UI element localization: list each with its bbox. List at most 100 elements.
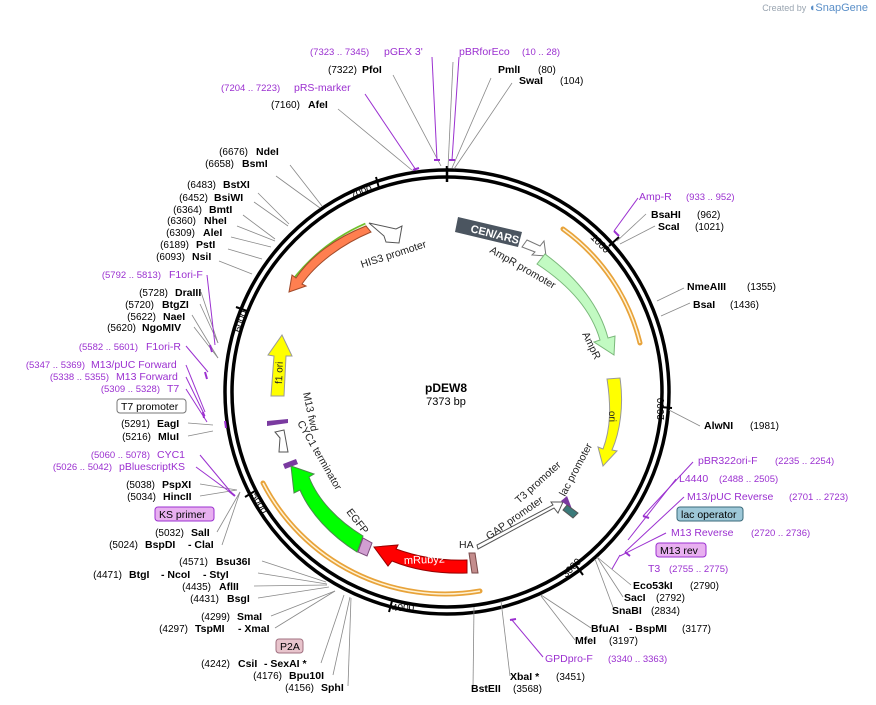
label-smai-pos: (4299) — [201, 612, 230, 623]
label-pbrforeco-name: pBRforEco — [459, 46, 510, 58]
tick-marks — [235, 176, 673, 613]
label-f1orir-name: F1ori-R — [146, 341, 181, 353]
label-m13puc-rev-name: M13/pUC Reverse — [687, 491, 774, 503]
label-bsahi-name: BsaHI — [651, 209, 681, 221]
f1-ori-feature — [267, 334, 293, 397]
label-pmli-name: PmlI — [498, 64, 520, 76]
label-bstxi-pos: (6483) — [187, 180, 216, 191]
watermark-prefix: Created by — [762, 3, 807, 13]
label-t7-name: T7 — [167, 383, 179, 395]
label-hincii-pos: (5034) — [127, 492, 156, 503]
label-ngomiv-name: NgoMIV — [142, 322, 181, 334]
his3-feature — [288, 225, 372, 293]
label-bsahi-pos: (962) — [697, 210, 720, 221]
label-scai-pos: (1021) — [695, 222, 724, 233]
label-gpdprof-pos: (3340 .. 3363) — [608, 654, 667, 665]
label-pmli-pos: (80) — [538, 65, 556, 76]
label-csii-name: CsiI — [238, 658, 257, 670]
label-alwni-name: AlwNI — [704, 420, 733, 432]
mruby2-feature — [373, 544, 468, 574]
label-bsgi-pos: (4431) — [190, 594, 219, 605]
label-nmeaiii-name: NmeAIII — [687, 281, 726, 293]
label-pbluescriptks-pos: (5026 .. 5042) — [53, 462, 112, 473]
label-l4440-name: L4440 — [679, 473, 708, 485]
label-bsteii-pos: (3568) — [513, 684, 542, 695]
label-t3-pos: (2755 .. 2775) — [669, 564, 728, 575]
label-m13fwd-name: M13 Forward — [116, 371, 178, 383]
label-btgzi-name: BtgZI — [162, 299, 189, 311]
label-pbr322orif-name: pBR322ori-F — [698, 455, 758, 467]
m13-fwd-feature — [267, 419, 288, 426]
ori-feature — [597, 377, 623, 468]
label-nhei-name: NheI — [204, 215, 227, 227]
label-nhei-pos: (6360) — [167, 216, 196, 227]
label-btgzi-pos: (5720) — [125, 300, 154, 311]
label-mfei-name: MfeI — [575, 635, 596, 647]
t7-promoter-box — [116, 398, 187, 414]
plasmid-length: 7373 bp — [426, 396, 466, 408]
label-t7-pos: (5309 .. 5328) — [101, 384, 160, 395]
primer-marks — [202, 159, 650, 621]
label-sexai-name: - SexAI * — [264, 658, 308, 670]
label-bsiwi-pos: (6452) — [179, 193, 208, 204]
label-sphi-name: SphI — [321, 682, 344, 694]
tick-label-4000: 4000 — [392, 603, 415, 614]
tick-label-7000: 7000 — [349, 184, 374, 202]
label-eco53ki-name: Eco53kI — [633, 580, 673, 592]
label-gpdprof-name: GPDpro-F — [545, 653, 593, 665]
label-snabi-pos: (2834) — [651, 606, 680, 617]
label-eagi-pos: (5291) — [121, 419, 150, 430]
label-nsii-pos: (6093) — [156, 252, 185, 263]
label-bsmi-pos: (6658) — [205, 159, 234, 170]
cen-ars-feature — [455, 217, 522, 247]
snapgene-logo-icon: ◖ — [808, 2, 816, 14]
label-bsmi-name: BsmI — [242, 158, 268, 170]
lac-operator-box — [676, 506, 744, 522]
label-bmti-name: BmtI — [209, 204, 232, 216]
label-nsii-name: NsiI — [192, 251, 211, 263]
label-ncoi-name: - NcoI — [161, 569, 190, 581]
label-bsgi-name: BsgI — [227, 593, 250, 605]
label-ndei-pos: (6676) — [219, 147, 248, 158]
t3-promoter-feature — [561, 496, 572, 509]
label-tspmi-name: TspMI — [195, 623, 225, 635]
label-f1orir-pos: (5582 .. 5601) — [79, 342, 138, 353]
label-bsai-pos: (1436) — [730, 300, 759, 311]
label-pgex3-name: pGEX 3' — [384, 46, 423, 58]
label-tspmi-pos: (4297) — [159, 624, 188, 635]
snapgene-watermark: Created by ◖SnapGene — [762, 2, 868, 14]
label-styi-name: - StyI — [203, 569, 229, 581]
lac-promoter-feature — [562, 504, 579, 519]
label-pbr322orif-pos: (2235 .. 2254) — [775, 456, 834, 467]
label-bsu36i-name: Bsu36I — [216, 556, 251, 568]
ks-primer-box — [154, 506, 215, 522]
label-m13puc-rev-pos: (2701 .. 2723) — [789, 492, 848, 503]
label-mlui-pos: (5216) — [122, 432, 151, 443]
label-eco53ki-pos: (2790) — [690, 581, 719, 592]
label-psti-pos: (6189) — [160, 240, 189, 251]
label-eagi-name: EagI — [157, 418, 179, 430]
label-m13puc-fwd-pos: (5347 .. 5369) — [26, 360, 85, 371]
ha-label: HA — [459, 539, 474, 551]
ampr-feature — [536, 253, 616, 356]
leader-lines — [187, 61, 701, 689]
label-bspdi-pos: (5024) — [109, 540, 138, 551]
label-bsai-name: BsaI — [693, 299, 715, 311]
label-mlui-name: MluI — [158, 431, 179, 443]
label-bspdi-name: BspDI — [145, 539, 175, 551]
label-naei-name: NaeI — [163, 311, 185, 323]
label-csii-pos: (4242) — [201, 659, 230, 670]
tick-label-6000: 6000 — [232, 309, 250, 334]
mruby2-label: mRuby2 — [404, 554, 445, 567]
label-pfoi-pos: (7322) — [328, 65, 357, 76]
label-alei-pos: (6309) — [166, 228, 195, 239]
f1-ori-label: f1 ori — [274, 361, 286, 384]
label-t3-name: T3 — [648, 563, 660, 575]
label-aflii-name: AflII — [219, 581, 239, 593]
label-ndei-name: NdeI — [256, 146, 279, 158]
p2a-box — [275, 638, 304, 654]
label-bfuai-name: BfuAI — [591, 623, 619, 635]
egfp-outer-arc — [260, 480, 483, 597]
label-btgi-pos: (4471) — [93, 570, 122, 581]
